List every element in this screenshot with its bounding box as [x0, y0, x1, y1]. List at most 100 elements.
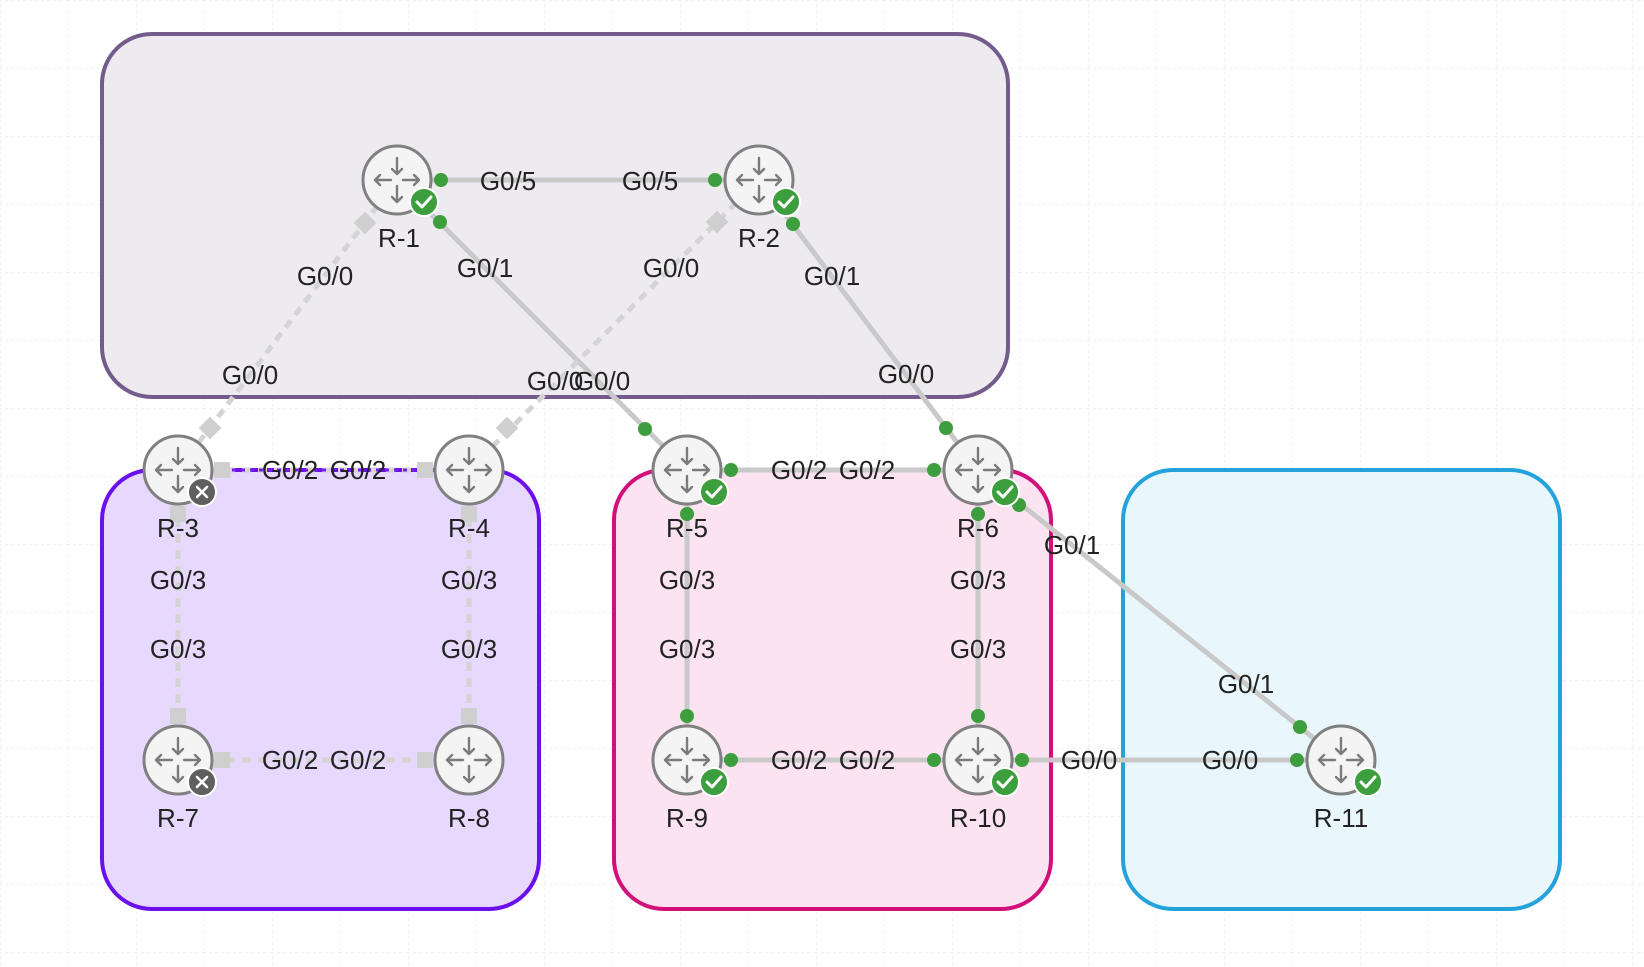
port-dot-up[interactable]	[1293, 720, 1307, 734]
interface-label: G0/2	[839, 455, 895, 485]
port-dot-up[interactable]	[434, 173, 448, 187]
router-label: R-11	[1314, 803, 1368, 833]
router-r-11[interactable]: R-11	[1305, 724, 1383, 833]
port-dot-up[interactable]	[927, 753, 941, 767]
link-R10-R11[interactable]	[978, 753, 1341, 767]
router-arrows-icon	[1317, 736, 1365, 784]
status-ok-icon	[990, 477, 1020, 507]
router-r-4[interactable]: R-4	[433, 434, 505, 543]
router-icon[interactable]	[433, 724, 505, 796]
port-dot-up[interactable]	[1015, 753, 1029, 767]
interface-label: G0/5	[480, 166, 536, 196]
link-R3-R4[interactable]	[178, 462, 469, 478]
interface-label: G0/1	[457, 253, 513, 283]
port-marker-down[interactable]	[417, 752, 433, 768]
status-ok-icon	[699, 767, 729, 797]
port-marker-down[interactable]	[461, 708, 477, 724]
status-ok-icon	[699, 477, 729, 507]
router-icon[interactable]	[433, 434, 505, 506]
link-R1-R2[interactable]	[397, 173, 759, 187]
port-dot-up[interactable]	[971, 507, 985, 521]
link-R6-R10[interactable]	[971, 470, 985, 760]
router-r-8[interactable]: R-8	[433, 724, 505, 833]
router-r-7[interactable]: R-7	[142, 724, 217, 833]
port-marker-down[interactable]	[417, 462, 433, 478]
interface-label: G0/0	[527, 366, 583, 396]
interface-label: G0/3	[659, 634, 715, 664]
router-label: R-8	[448, 803, 490, 833]
interface-label: G0/3	[150, 634, 206, 664]
port-dot-up[interactable]	[1290, 753, 1304, 767]
link-line[interactable]	[467, 178, 761, 472]
link-line[interactable]	[976, 468, 1343, 762]
router-label: R-9	[666, 803, 708, 833]
port-marker-down[interactable]	[170, 506, 186, 522]
status-ok-icon	[771, 187, 801, 217]
link-R1-R5[interactable]	[395, 178, 689, 472]
port-dot-up[interactable]	[971, 709, 985, 723]
router-label: R-10	[950, 803, 1006, 833]
link-R5-R6[interactable]	[687, 463, 978, 477]
status-ok-icon	[409, 187, 439, 217]
interface-label: G0/0	[643, 253, 699, 283]
grp-top-box[interactable]	[100, 32, 1010, 399]
link-R4-R8[interactable]	[461, 470, 477, 760]
link-R2-R6[interactable]	[757, 178, 980, 472]
port-dot-up[interactable]	[724, 753, 738, 767]
link-R6-R11[interactable]	[976, 468, 1343, 762]
port-marker-down[interactable]	[495, 416, 519, 440]
router-arrows-icon	[373, 156, 421, 204]
router-arrows-icon	[663, 736, 711, 784]
status-ok-icon	[990, 767, 1020, 797]
grp-right-box[interactable]	[1121, 468, 1562, 911]
interface-label: G0/1	[804, 261, 860, 291]
router-arrows-icon	[954, 736, 1002, 784]
interface-label: G0/3	[441, 565, 497, 595]
router-label: R-3	[157, 513, 199, 543]
port-marker-down[interactable]	[461, 506, 477, 522]
port-marker-down[interactable]	[214, 752, 230, 768]
router-label: R-5	[666, 513, 708, 543]
interface-label: G0/3	[150, 565, 206, 595]
router-r-1[interactable]: R-1	[361, 144, 439, 253]
grp-left-box[interactable]	[100, 468, 541, 911]
router-r-10[interactable]: R-10	[942, 724, 1020, 833]
link-line[interactable]	[395, 178, 689, 472]
interface-label: G0/5	[622, 166, 678, 196]
status-stopped-icon	[187, 477, 217, 507]
link-R9-R10[interactable]	[687, 753, 978, 767]
port-dot-up[interactable]	[724, 463, 738, 477]
router-r-2[interactable]: R-2	[723, 144, 801, 253]
port-marker-down[interactable]	[214, 462, 230, 478]
port-dot-up[interactable]	[680, 709, 694, 723]
interface-label: G0/2	[330, 745, 386, 775]
link-R3-R7[interactable]	[170, 470, 186, 760]
interface-label: G0/0	[1061, 745, 1117, 775]
port-dot-up[interactable]	[680, 507, 694, 521]
port-dot-up[interactable]	[939, 421, 953, 435]
port-dot-up[interactable]	[927, 463, 941, 477]
router-r-5[interactable]: R-5	[651, 434, 729, 543]
status-stopped-icon	[187, 767, 217, 797]
interface-label: G0/0	[574, 366, 630, 396]
router-r-9[interactable]: R-9	[651, 724, 729, 833]
port-dot-up[interactable]	[433, 215, 447, 229]
interface-label: G0/0	[222, 360, 278, 390]
router-label: R-7	[157, 803, 199, 833]
link-R2-R4[interactable]	[467, 178, 761, 472]
router-r-6[interactable]: R-6	[942, 434, 1020, 543]
port-marker-down[interactable]	[170, 708, 186, 724]
link-R7-R8[interactable]	[178, 752, 469, 768]
port-dot-up[interactable]	[786, 217, 800, 231]
router-label: R-2	[738, 223, 780, 253]
port-dot-up[interactable]	[638, 422, 652, 436]
router-arrows-icon	[445, 446, 493, 494]
interface-label: G0/2	[839, 745, 895, 775]
router-r-3[interactable]: R-3	[142, 434, 217, 543]
link-R5-R9[interactable]	[680, 470, 694, 760]
link-line[interactable]	[176, 178, 399, 472]
router-arrows-icon	[735, 156, 783, 204]
port-dot-up[interactable]	[708, 173, 722, 187]
interface-label: G0/3	[950, 565, 1006, 595]
